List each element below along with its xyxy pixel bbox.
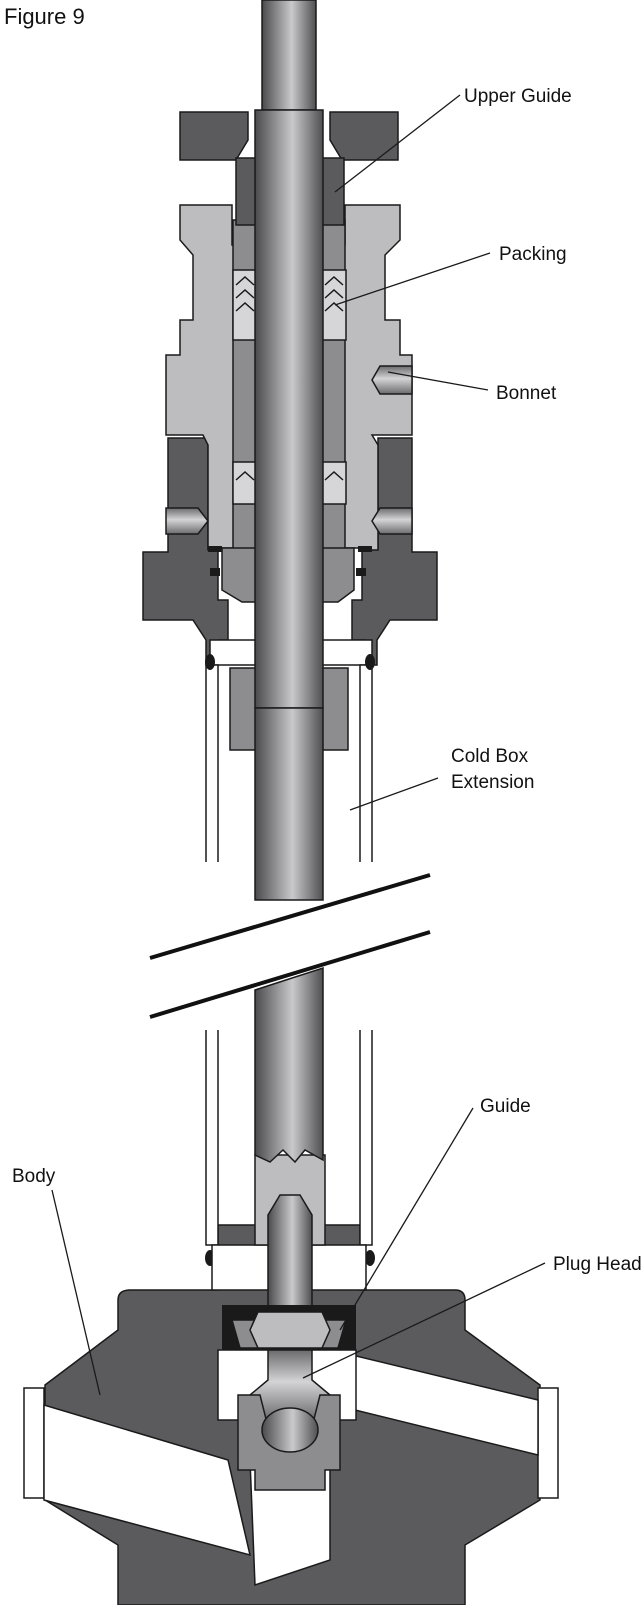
label-plug-head: Plug Head <box>553 1254 642 1275</box>
label-bonnet: Bonnet <box>496 383 557 404</box>
callout-labels: Upper Guide Packing Bonnet Cold Box Exte… <box>12 86 642 1275</box>
valve-stem <box>254 0 324 1321</box>
label-cold-box-line1: Cold Box <box>451 746 529 767</box>
figure-title: Figure 9 <box>4 4 85 29</box>
leader-lines <box>51 94 546 1396</box>
label-guide: Guide <box>480 1096 531 1117</box>
leader-bonnet <box>387 371 489 391</box>
leader-packing <box>334 252 491 306</box>
leader-body <box>51 1189 101 1396</box>
guide-and-plug <box>222 1305 356 1491</box>
leader-plug-head <box>302 1262 546 1379</box>
label-body: Body <box>12 1166 56 1187</box>
leader-guide <box>339 1107 474 1331</box>
label-packing: Packing <box>499 244 567 265</box>
label-upper-guide: Upper Guide <box>464 86 572 107</box>
leader-upper-guide <box>334 94 461 193</box>
leader-cold-box <box>349 777 439 811</box>
label-cold-box-line2: Extension <box>451 772 534 793</box>
break-lines <box>130 862 440 1030</box>
